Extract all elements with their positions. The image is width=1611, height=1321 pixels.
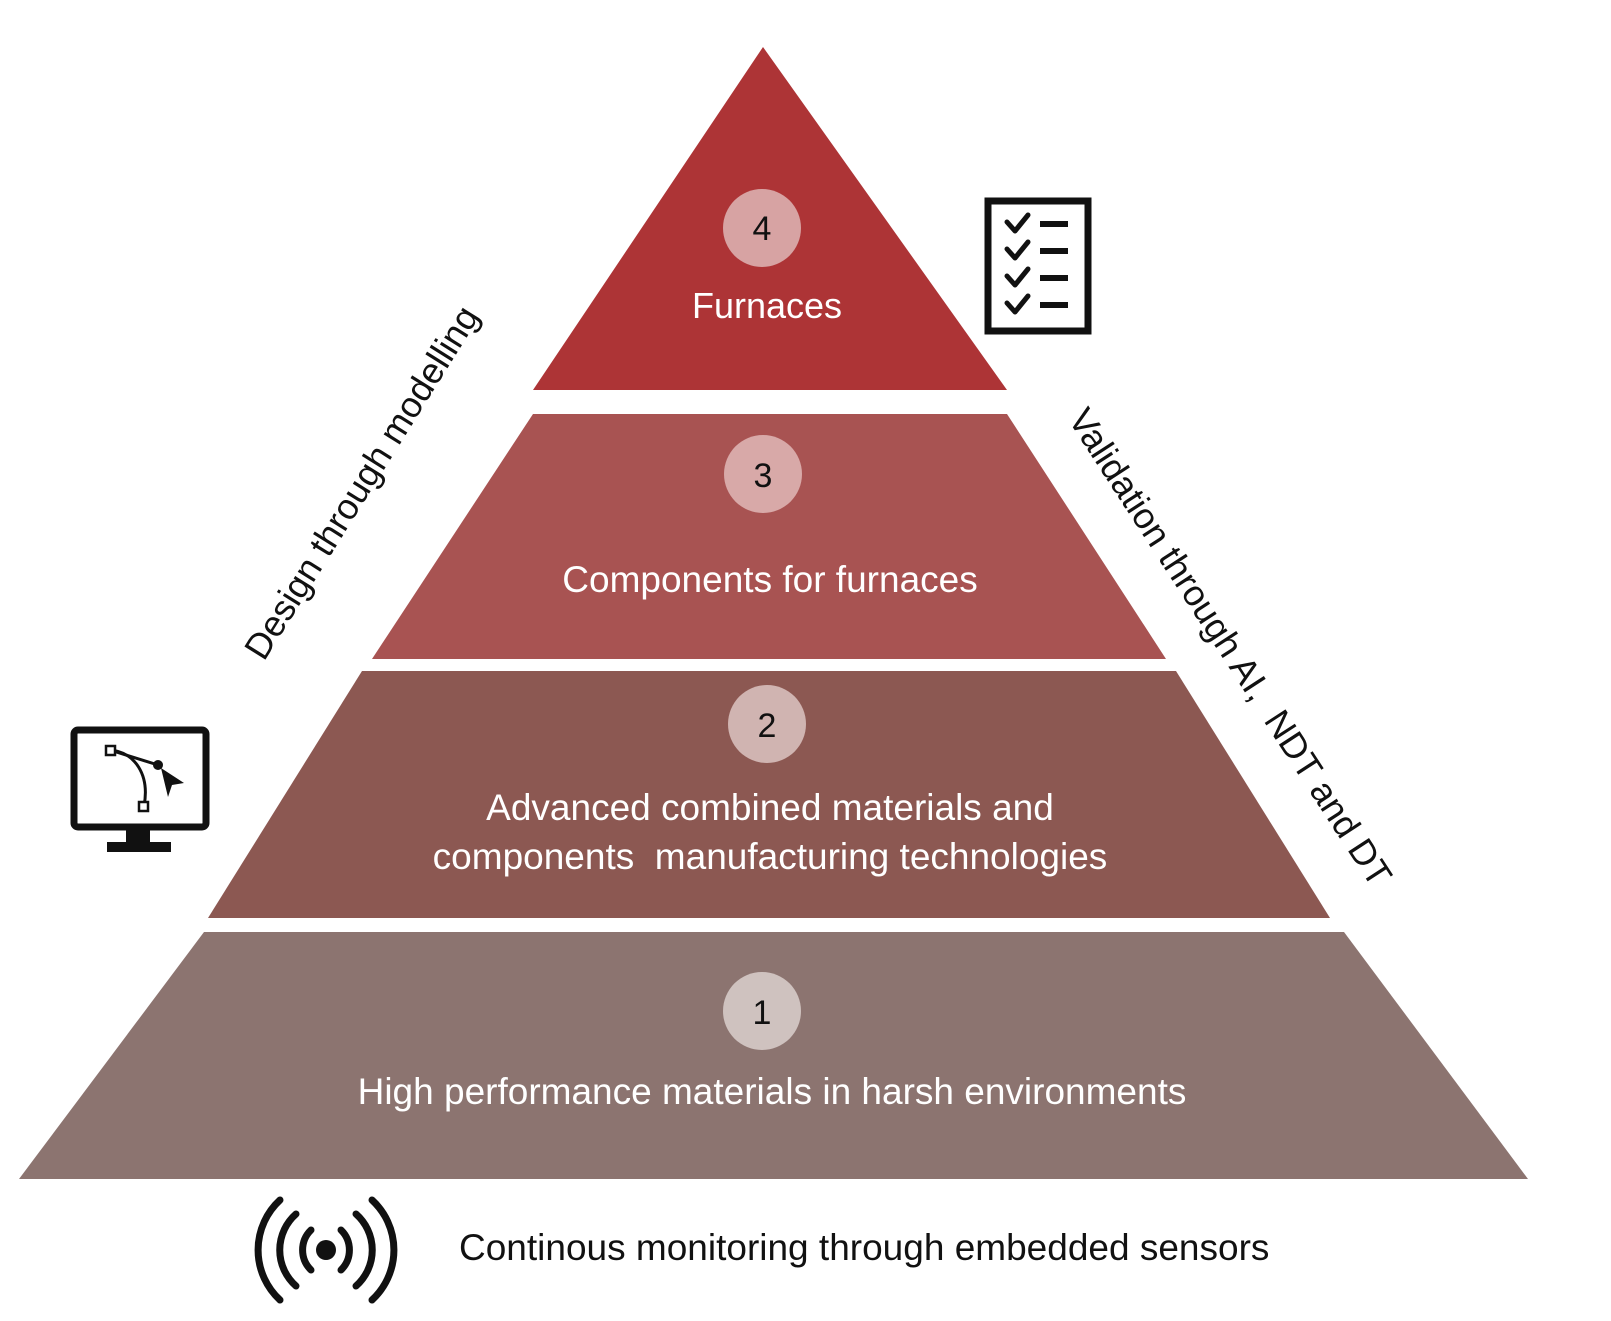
tier-2-label-line-2: components manufacturing technologies: [433, 836, 1108, 877]
tier-2-number: 2: [758, 707, 777, 745]
checklist-icon: [984, 197, 1092, 335]
tier-3-number: 3: [754, 457, 773, 495]
bottom-label: Continous monitoring through embedded se…: [459, 1227, 1269, 1268]
computer-monitor-bezier-icon: [70, 726, 210, 852]
tier-1-label: High performance materials in harsh envi…: [358, 1071, 1187, 1112]
tier-1-badge: [723, 972, 801, 1050]
tier-3: 3 Components for furnaces: [372, 414, 1166, 659]
tier-2: 2 Advanced combined materials and compon…: [208, 671, 1330, 918]
tier-3-label: Components for furnaces: [562, 559, 977, 600]
tier-4-number: 4: [753, 210, 772, 248]
tier-4-label: Furnaces: [692, 285, 842, 326]
tier-2-label-line-1: Advanced combined materials and: [486, 787, 1054, 828]
tier-4: 4 Furnaces: [533, 47, 1007, 390]
tier-3-badge: [724, 435, 802, 513]
tier-3-shape: [372, 414, 1166, 659]
tier-1-shape: [19, 932, 1528, 1179]
tier-1: 1 High performance materials in harsh en…: [19, 932, 1528, 1179]
tier-4-badge: [723, 189, 801, 267]
tier-2-shape: [208, 671, 1330, 918]
wireless-sensor-icon: [254, 1196, 398, 1304]
tier-2-badge: [728, 685, 806, 763]
tier-1-number: 1: [753, 994, 772, 1032]
